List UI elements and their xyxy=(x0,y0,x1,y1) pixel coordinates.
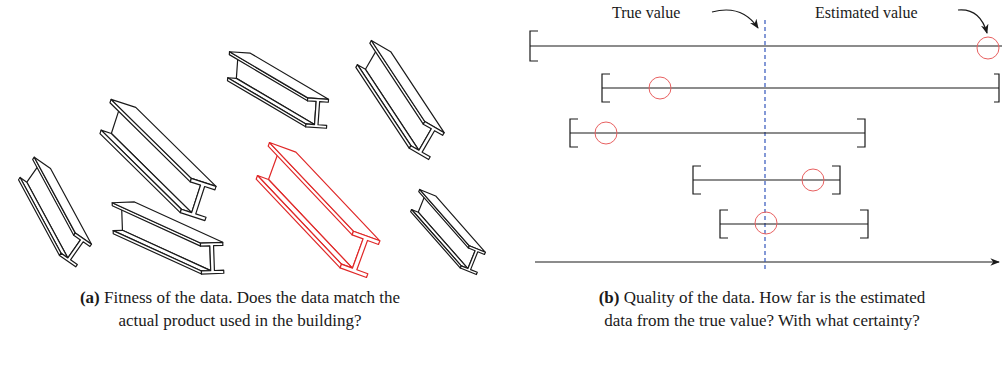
i-beam xyxy=(112,199,224,277)
subfigure-caption: (b) Quality of the data. How far is the … xyxy=(597,286,927,332)
interval xyxy=(720,210,868,238)
axis-arrow xyxy=(535,261,999,262)
true-value-line xyxy=(764,20,765,270)
caption-tag: (b) xyxy=(599,288,620,307)
i-beam xyxy=(84,99,231,220)
interval xyxy=(570,119,865,147)
estimate-circle xyxy=(755,212,777,234)
estimate-circle xyxy=(595,122,617,144)
annotation-label: Estimated value xyxy=(813,3,920,23)
i-beam xyxy=(334,41,466,160)
beam-group xyxy=(0,41,498,278)
i-beam xyxy=(398,189,498,274)
caption-tag: (a) xyxy=(80,288,100,307)
interval-chart xyxy=(530,10,1002,270)
estimate-circle xyxy=(649,77,671,99)
subfigure-caption: (a) Fitness of the data. Does the data m… xyxy=(65,286,415,332)
interval xyxy=(530,31,1002,61)
i-beam xyxy=(225,52,332,129)
caption-text: Quality of the data. How far is the esti… xyxy=(604,288,925,330)
interval xyxy=(602,74,999,102)
annotation-label: True value xyxy=(610,3,682,23)
leader-arrow xyxy=(958,10,987,33)
estimate-circle xyxy=(977,37,999,59)
estimate-circle xyxy=(802,169,824,191)
i-beam xyxy=(0,157,114,267)
i-beam-highlight xyxy=(237,143,398,278)
leader-arrow xyxy=(712,10,758,28)
interval xyxy=(693,166,840,194)
caption-text: Fitness of the data. Does the data match… xyxy=(104,288,400,330)
